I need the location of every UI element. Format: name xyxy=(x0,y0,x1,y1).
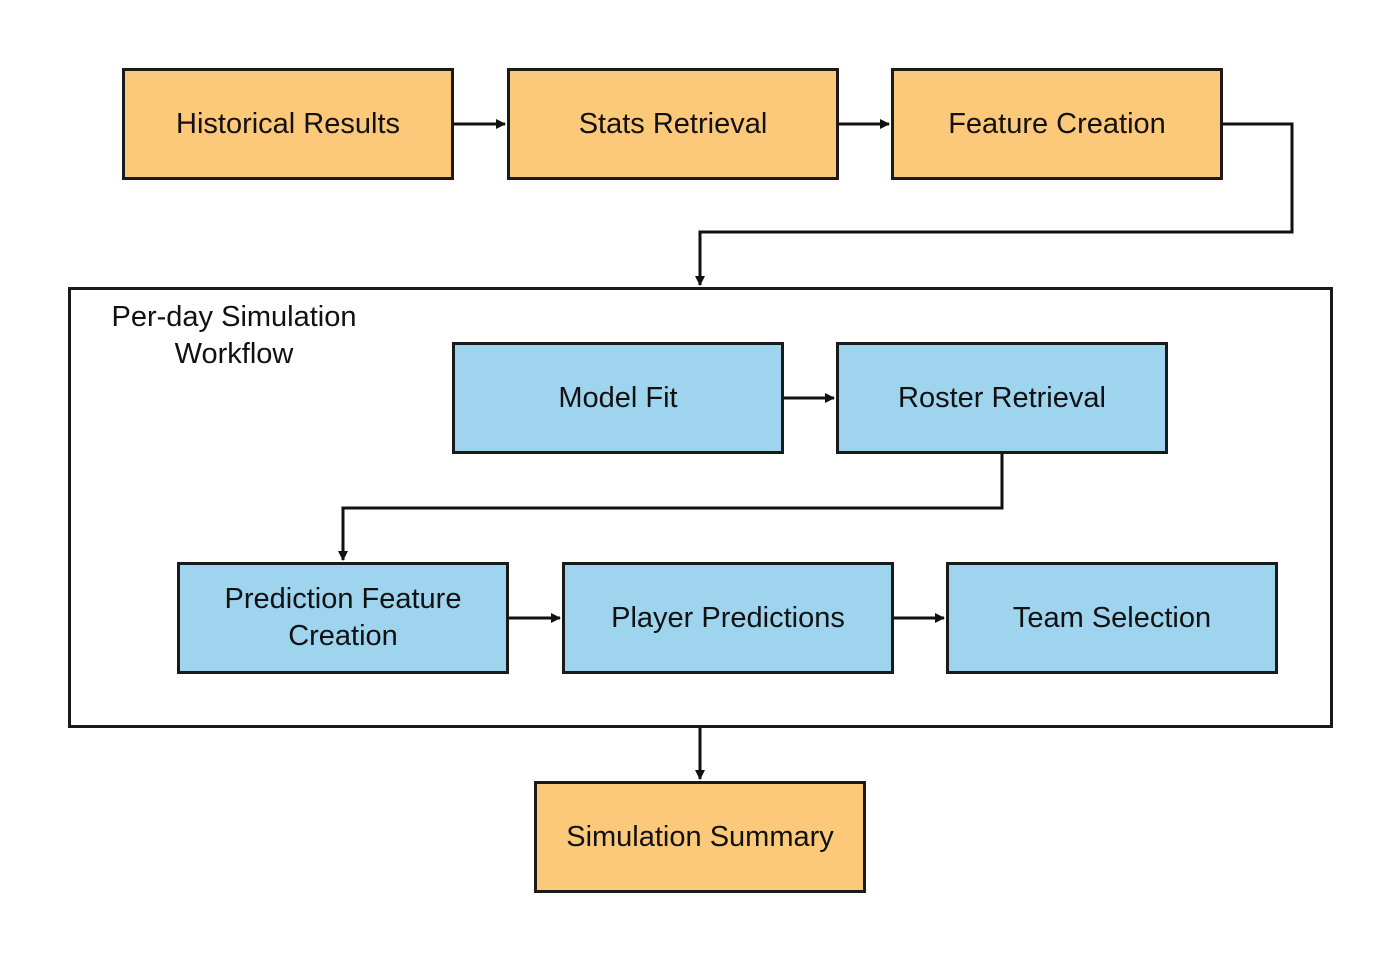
arrow-feature-creation-to-per-day-simulation-workflow xyxy=(695,122,1294,286)
node-team-selection: Team Selection xyxy=(946,562,1278,674)
node-model-fit: Model Fit xyxy=(452,342,784,454)
node-feature-creation: Feature Creation xyxy=(891,68,1223,180)
node-player-predictions: Player Predictions xyxy=(562,562,894,674)
arrow-roster-retrieval-to-prediction-feature-creation xyxy=(338,454,1004,561)
node-stats-retrieval: Stats Retrieval xyxy=(507,68,839,180)
group-title: Per-day Simulation Workflow xyxy=(111,301,357,370)
node-prediction-feature-creation: Prediction Feature Creation xyxy=(177,562,509,674)
node-simulation-summary: Simulation Summary xyxy=(534,781,866,893)
node-roster-retrieval: Roster Retrieval xyxy=(836,342,1168,454)
per-day-simulation-workflow-group xyxy=(68,287,1333,728)
node-historical-results: Historical Results xyxy=(122,68,454,180)
